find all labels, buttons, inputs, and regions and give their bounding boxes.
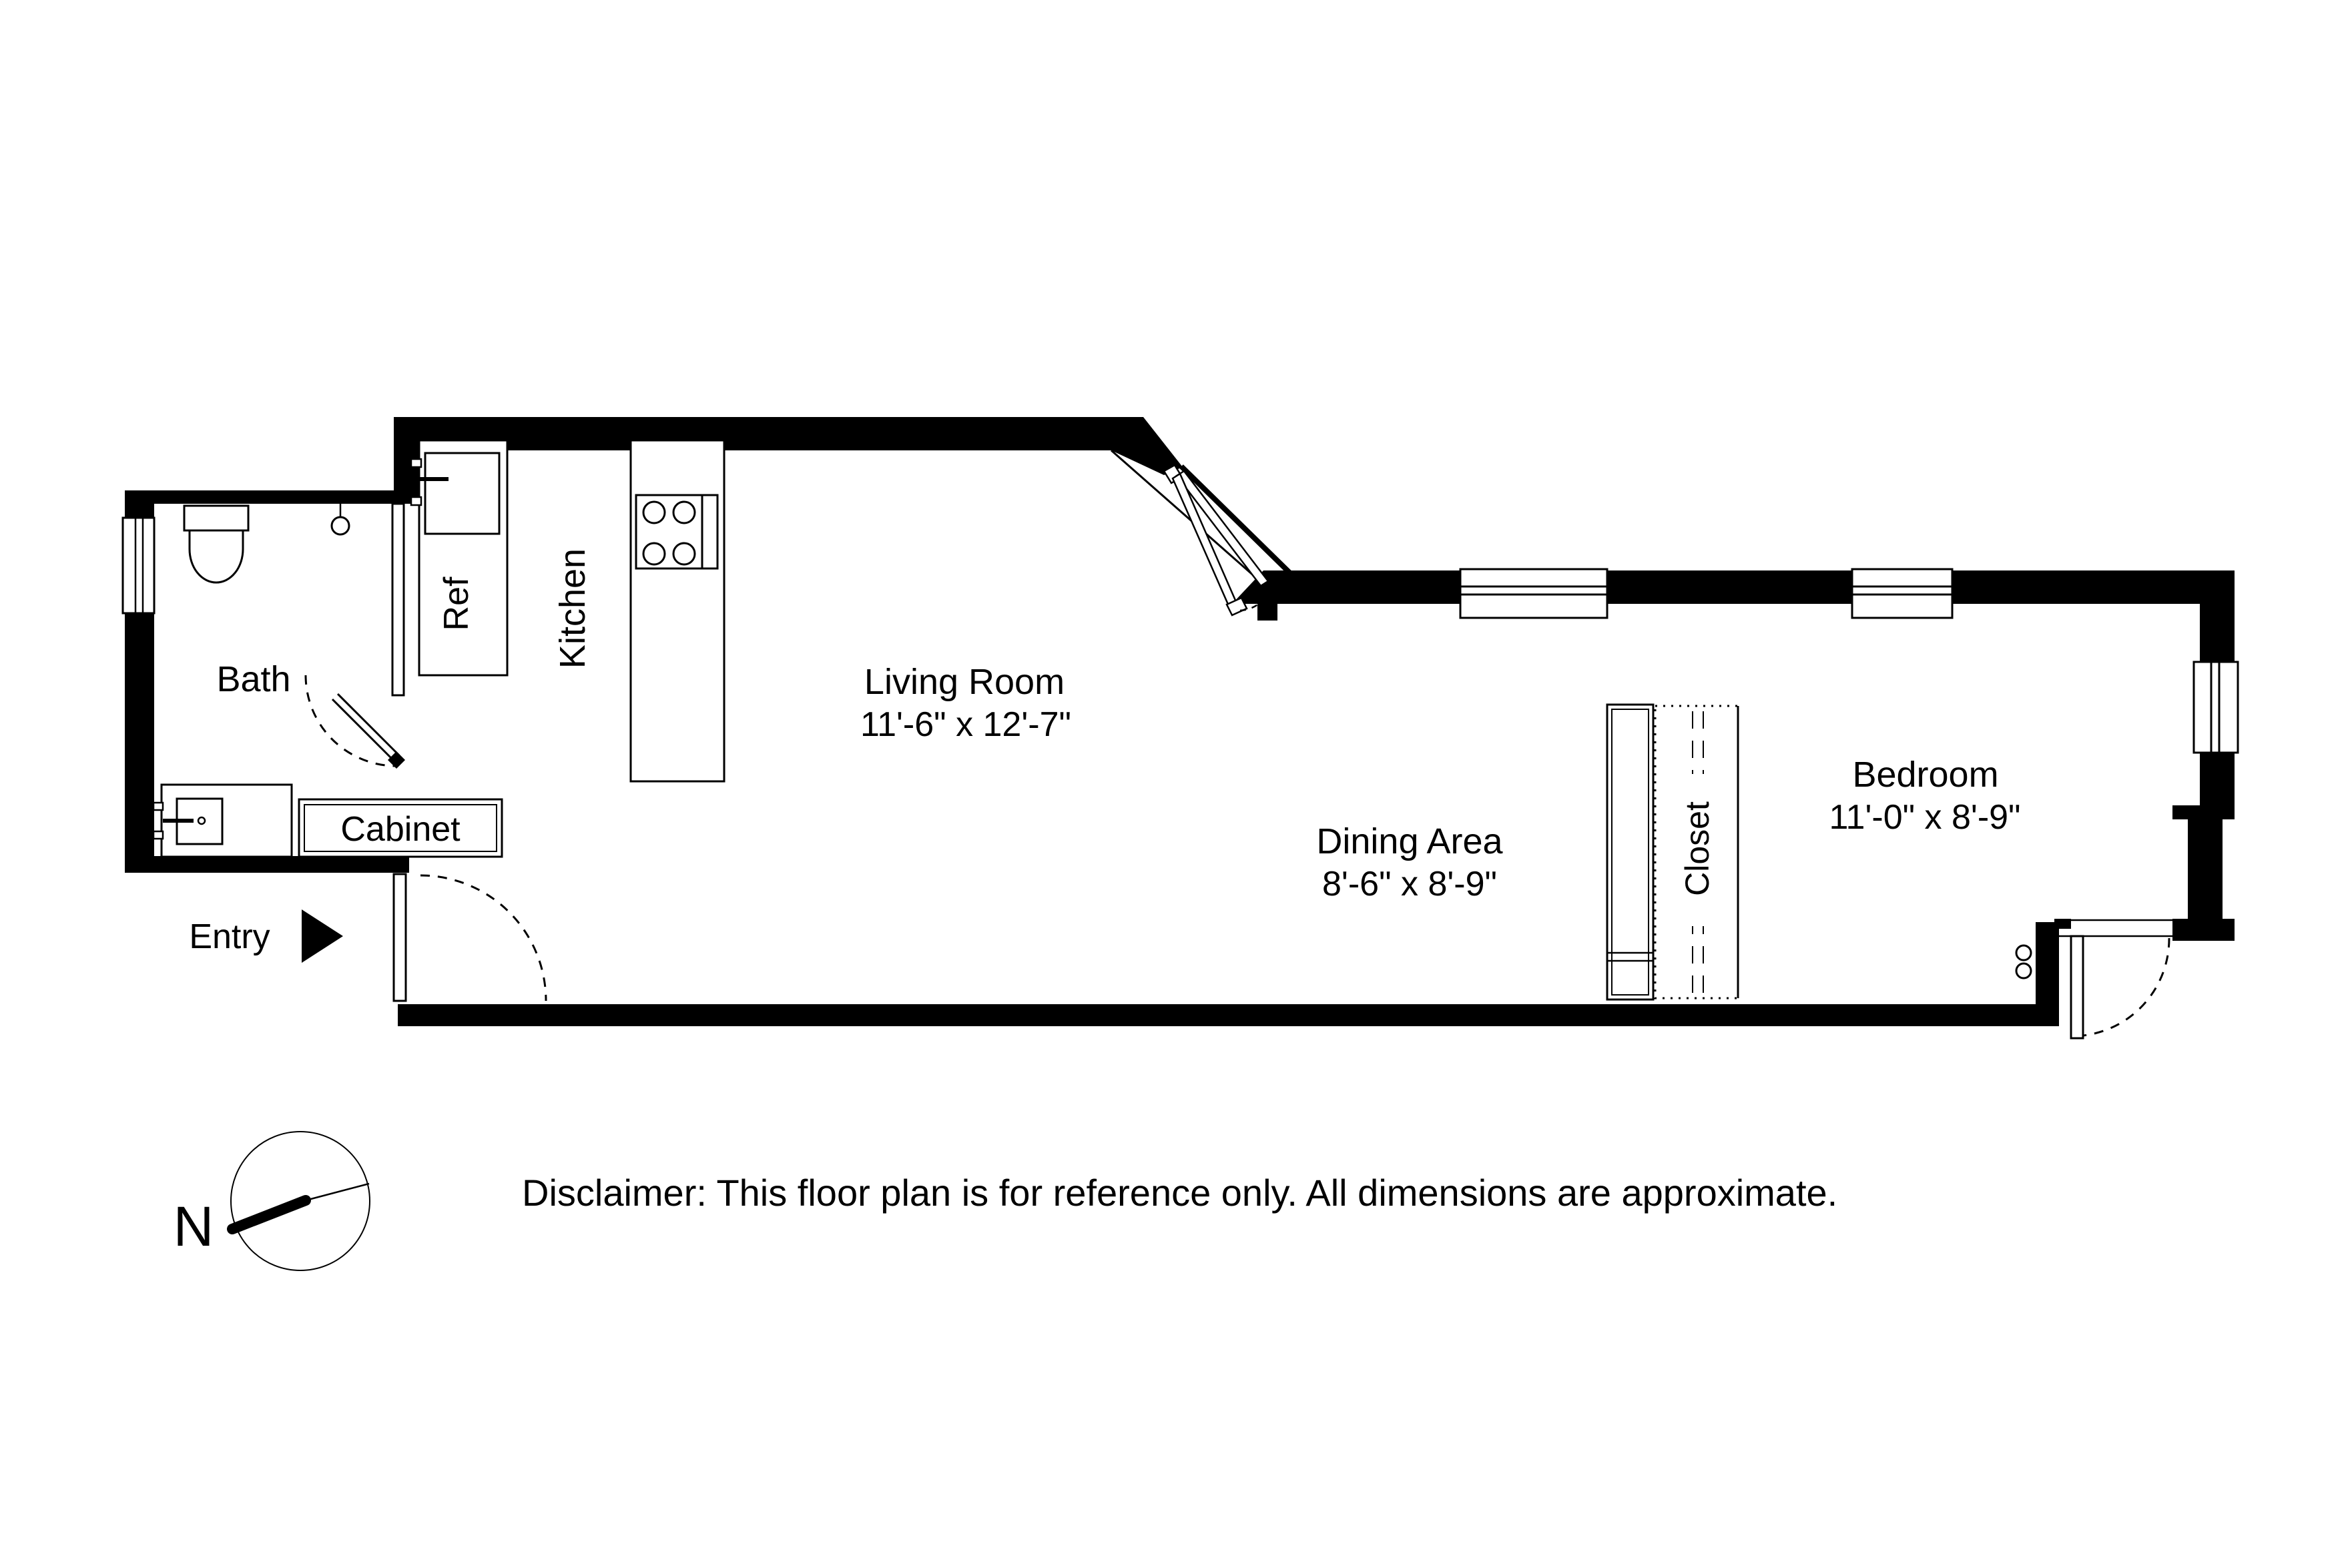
cabinet bbox=[298, 798, 503, 858]
door-leaf-icon bbox=[336, 693, 400, 757]
wall-right-step bbox=[2172, 805, 2235, 819]
entry-door bbox=[392, 873, 547, 1002]
windows bbox=[121, 516, 2239, 754]
wall-bedroom-door-step bbox=[2036, 922, 2059, 1026]
fixture-label-ref: Ref bbox=[437, 576, 476, 631]
burner-icon bbox=[642, 542, 666, 566]
door-leaf-icon bbox=[1175, 470, 1269, 587]
door-leaf-icon bbox=[2070, 935, 2084, 1040]
door-hinge-marker bbox=[388, 751, 405, 769]
room-label-bath: Bath bbox=[216, 659, 290, 699]
wall-right-below-window bbox=[2200, 751, 2235, 805]
room-label-dining: Dining Area bbox=[1316, 821, 1503, 861]
wall-junction-step bbox=[1257, 604, 1277, 621]
compass-icon bbox=[227, 1131, 370, 1271]
toilet-icon bbox=[188, 529, 244, 584]
entry-label: Entry bbox=[189, 917, 270, 956]
wall-diagonal-junction bbox=[1232, 570, 1288, 604]
diagonal-wall-door bbox=[1111, 449, 1291, 617]
room-label-bedroom: Bedroom bbox=[1852, 755, 1998, 795]
door-swing-icon bbox=[420, 874, 547, 1002]
shower-fixture-icon bbox=[330, 516, 350, 536]
wall-right-chase bbox=[2188, 819, 2223, 919]
wall-right-top-c bbox=[1952, 570, 2235, 604]
wall-bath-bottom bbox=[125, 856, 409, 873]
cabinet-box-inner bbox=[304, 804, 497, 852]
door-leaf-icon bbox=[331, 698, 395, 762]
entry-arrow-icon bbox=[302, 909, 343, 963]
burner-icon bbox=[672, 500, 696, 524]
door-swing-icon bbox=[1239, 589, 1271, 612]
fixture-label-closet: Closet bbox=[1679, 801, 1716, 896]
labels: Bath Ref Kitchen Living Room 11'-6" x 12… bbox=[174, 548, 2021, 1258]
window-icon bbox=[121, 516, 156, 615]
wall-right-top-b bbox=[1607, 570, 1852, 604]
kitchen-counter bbox=[629, 439, 725, 783]
burner-icon bbox=[672, 542, 696, 566]
wardrobe-box bbox=[1606, 703, 1655, 1001]
wall-right-top-a bbox=[1263, 570, 1460, 604]
wall-door-nub bbox=[2054, 919, 2071, 929]
disclaimer-text: Disclaimer: This floor plan is for refer… bbox=[522, 1172, 1837, 1214]
diagonal-inner-edge bbox=[1111, 449, 1267, 589]
bath-fixtures bbox=[152, 502, 405, 858]
wall-top-main bbox=[394, 417, 1143, 450]
bath-partition-wall bbox=[391, 502, 405, 697]
bedroom-door bbox=[2015, 919, 2172, 1040]
wall-right-above-window bbox=[2200, 604, 2235, 663]
kitchen-fixtures bbox=[410, 439, 725, 783]
door-leaf-end bbox=[1225, 597, 1248, 617]
diagonal-outer-edge bbox=[1179, 464, 1291, 574]
closet-label-bg bbox=[1678, 774, 1718, 926]
wall-door-right-block bbox=[2172, 919, 2235, 941]
faucet-tab bbox=[410, 496, 422, 506]
faucet-dot bbox=[197, 816, 206, 825]
faucet-tab bbox=[410, 458, 422, 468]
wall-bottom-main bbox=[398, 1004, 2036, 1026]
wardrobe-box-inner bbox=[1611, 709, 1649, 996]
faucet-tab bbox=[152, 830, 164, 840]
compass-needle-thin bbox=[305, 1182, 370, 1202]
window-icon bbox=[2192, 661, 2239, 754]
room-dims-bedroom: 11'-0" x 8'-9" bbox=[1829, 798, 2020, 837]
compass-needle-thick bbox=[227, 1195, 311, 1234]
walls bbox=[125, 417, 2235, 1026]
wall-bath-left-lower bbox=[125, 613, 154, 873]
room-dims-living: 11'-6" x 12'-7" bbox=[860, 705, 1071, 744]
toilet-icon bbox=[183, 504, 250, 532]
compass-north-label: N bbox=[174, 1195, 214, 1258]
wall-diagonal-upper bbox=[1111, 417, 1183, 475]
burner-icon bbox=[642, 500, 666, 524]
closet-group bbox=[1606, 703, 1739, 1001]
cabinet-box bbox=[298, 798, 503, 858]
door-leaf-icon bbox=[392, 873, 407, 1002]
door-hardware-dot bbox=[2015, 962, 2032, 979]
wall-bath-top bbox=[125, 490, 419, 504]
door-swing-icon bbox=[304, 675, 396, 767]
faucet-tab bbox=[152, 801, 164, 811]
wall-bath-left-upper bbox=[125, 490, 154, 518]
door-swing-icon bbox=[2082, 937, 2170, 1037]
room-label-living: Living Room bbox=[864, 662, 1065, 702]
fixture-label-cabinet: Cabinet bbox=[340, 810, 461, 849]
sink-icon bbox=[424, 452, 501, 535]
door-hardware-dot bbox=[2015, 944, 2032, 961]
room-dims-dining: 8'-6" x 8'-9" bbox=[1322, 865, 1497, 903]
room-label-kitchen: Kitchen bbox=[553, 548, 593, 669]
